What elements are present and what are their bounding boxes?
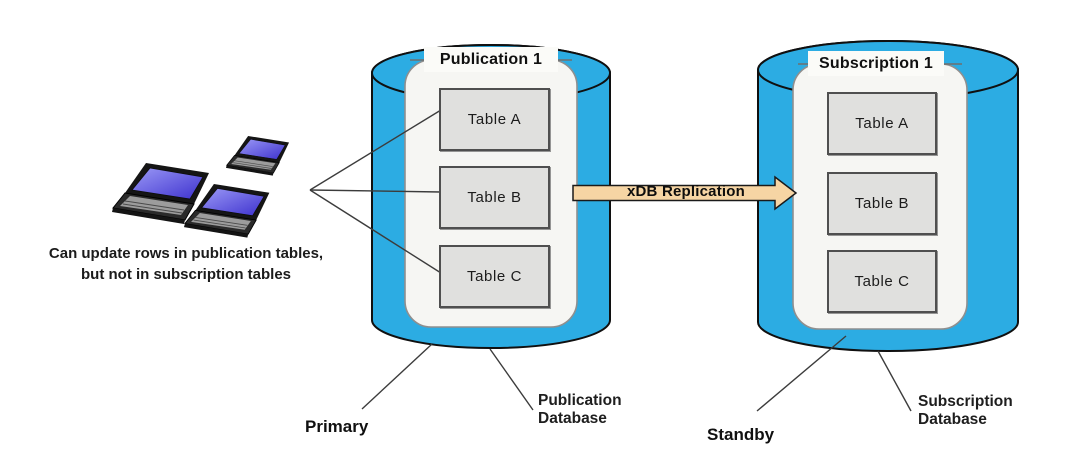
client-line-table-c xyxy=(309,189,442,274)
publication-table-b: Table B xyxy=(439,166,550,229)
replication-arrow-icon xyxy=(572,175,798,211)
clients-caption-line2: but not in subscription tables xyxy=(81,266,291,283)
subscription-database-label: Subscription Database xyxy=(918,393,1013,428)
subscription-title: Subscription 1 xyxy=(808,51,944,76)
publication-table-a: Table A xyxy=(439,88,550,151)
clients-caption-line1: Can update rows in publication tables, xyxy=(48,245,324,262)
publication-database-label: Publication Database xyxy=(538,392,622,427)
publication-title: Publication 1 xyxy=(424,47,558,72)
subscription-db-pointer-line xyxy=(877,350,912,412)
client-connection-lines xyxy=(309,109,442,274)
subscription-database-label-line2: Database xyxy=(918,410,987,428)
publication-db-pointer-line xyxy=(489,348,534,411)
standby-label: Standby xyxy=(707,425,775,444)
laptop-icon xyxy=(225,135,290,176)
client-line-table-b xyxy=(309,189,442,193)
publication-database-label-line1: Publication xyxy=(538,392,622,409)
primary-pointer-line xyxy=(361,343,433,410)
subscription-table-b: Table B xyxy=(827,172,937,235)
publication-database-label-line2: Database xyxy=(538,409,607,427)
subscription-table-a: Table A xyxy=(827,92,937,155)
subscription-table-c: Table C xyxy=(827,250,937,313)
replication-arrow-label: xDB Replication xyxy=(626,183,746,200)
label-pointer-lines xyxy=(361,335,912,412)
clients-caption: Can update rows in publication tables, b… xyxy=(18,243,354,285)
publication-table-c: Table C xyxy=(439,245,550,308)
primary-label: Primary xyxy=(305,417,369,436)
subscription-database-label-line1: Subscription xyxy=(918,393,1013,410)
client-line-table-a xyxy=(309,109,442,191)
standby-pointer-line xyxy=(756,335,847,412)
